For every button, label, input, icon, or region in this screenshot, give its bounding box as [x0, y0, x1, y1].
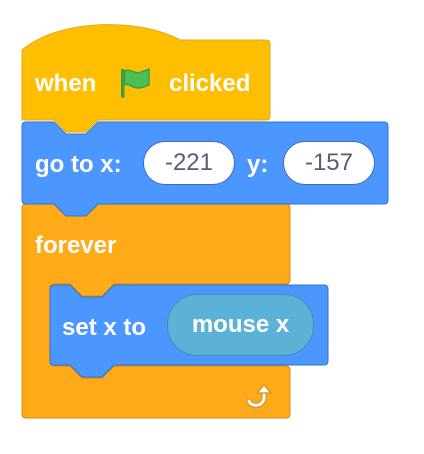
forever-block[interactable] — [21, 203, 291, 419]
when-label: when — [35, 70, 97, 97]
loop-arrow-icon — [246, 384, 272, 408]
x-value-input[interactable]: -221 — [143, 141, 235, 185]
y-label: y: — [247, 151, 269, 178]
mouse-x-reporter[interactable]: mouse x — [167, 294, 314, 356]
green-flag-icon — [121, 68, 150, 98]
forever-label: forever — [35, 232, 117, 259]
set-x-to-label: set x to — [62, 314, 147, 341]
y-value-input[interactable]: -157 — [283, 141, 375, 185]
go-to-x-label: go to x: — [35, 151, 122, 178]
clicked-label: clicked — [169, 70, 251, 97]
